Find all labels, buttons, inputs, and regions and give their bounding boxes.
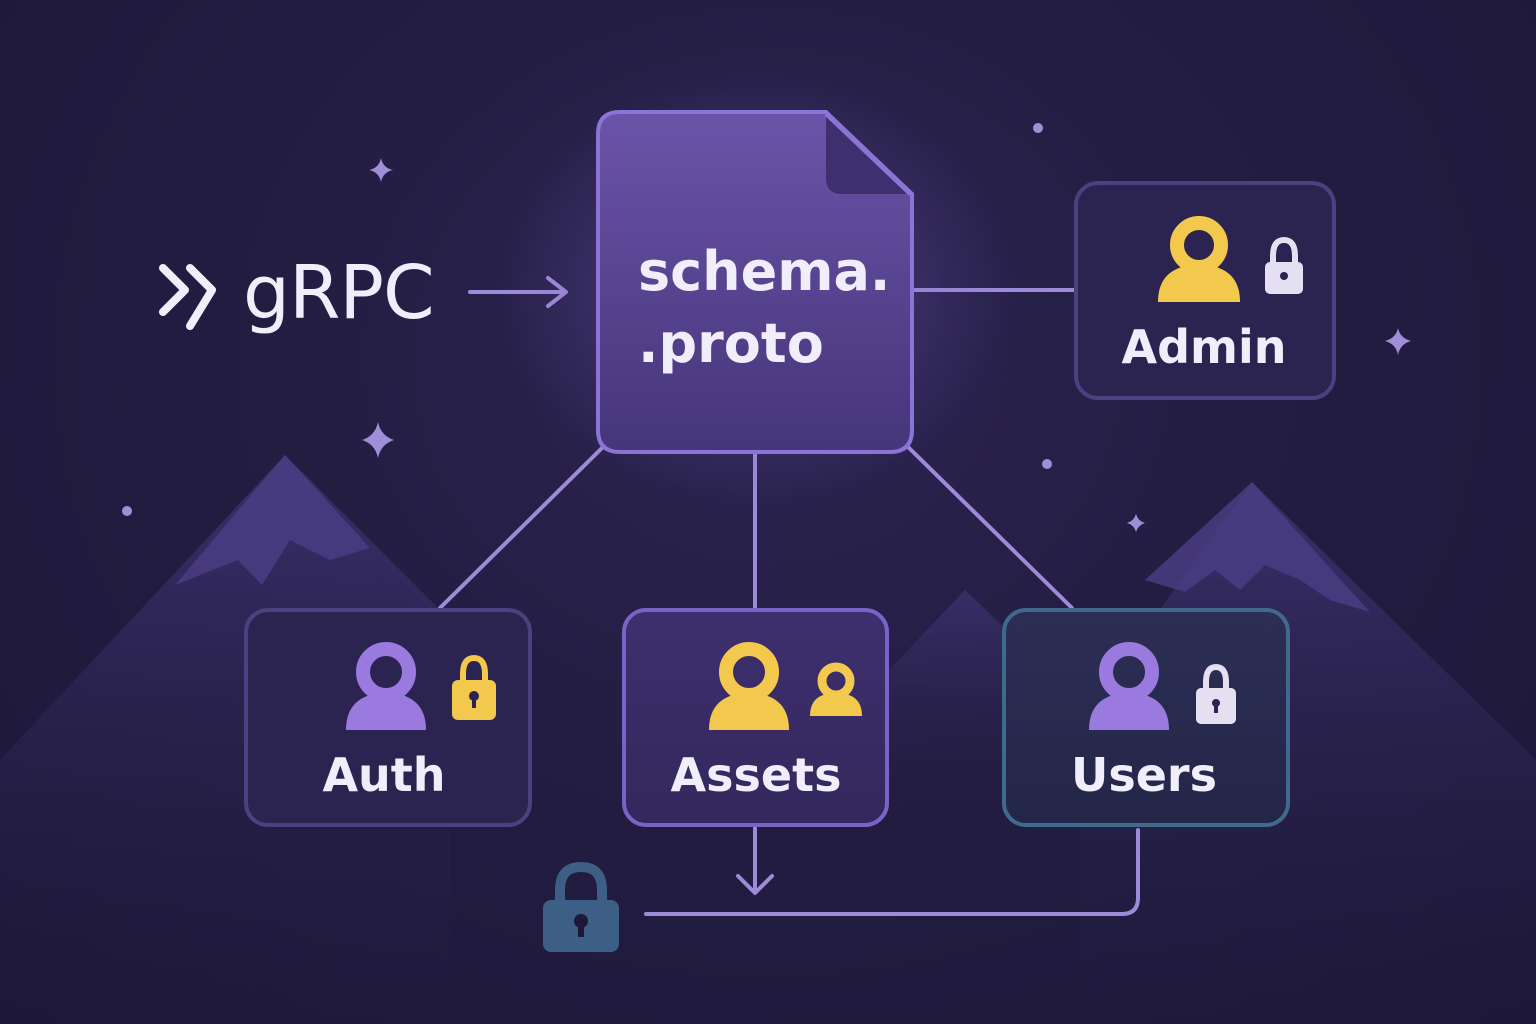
user-icon <box>709 642 789 730</box>
user-icon-small <box>810 662 862 716</box>
lock-icon <box>1196 663 1236 724</box>
user-icon <box>1158 216 1240 302</box>
auth-node <box>244 608 532 827</box>
users-to-lock-connector <box>644 828 1140 916</box>
star-dot <box>1033 123 1043 133</box>
schema-file-name-line2: .proto <box>638 312 824 375</box>
user-icon <box>346 642 426 730</box>
mountain-left <box>0 455 450 1024</box>
star-dot <box>1042 459 1052 469</box>
schema-document <box>495 65 1015 505</box>
assets-service-label: Assets <box>670 748 842 802</box>
sparkle-star <box>362 422 394 458</box>
lock-icon <box>1265 236 1303 294</box>
schema-file-name-line1: schema. <box>638 240 891 303</box>
grpc-logo-text: gRPC <box>243 250 435 336</box>
star-dot <box>122 506 132 516</box>
mountain-right-snow <box>1145 482 1370 612</box>
double-chevron-right-icon <box>159 264 216 330</box>
schema-to-auth-connector <box>438 444 606 610</box>
document-icon <box>596 110 914 454</box>
sparkle-star <box>1385 328 1411 355</box>
secure-lock-icon <box>543 861 619 952</box>
sparkle-star <box>1127 514 1145 532</box>
lock-icon <box>452 654 496 720</box>
auth-service-label: Auth <box>322 748 446 802</box>
admin-node <box>1074 181 1336 400</box>
users-service-label: Users <box>1071 748 1217 802</box>
sparkle-star <box>369 158 393 182</box>
assets-node <box>622 608 889 827</box>
mountain-left-snow <box>175 455 370 585</box>
user-icon <box>1089 642 1169 730</box>
schema-to-users-connector <box>903 442 1074 610</box>
users-node <box>1002 608 1290 827</box>
admin-service-label: Admin <box>1121 320 1287 374</box>
sparkles <box>122 123 1411 532</box>
assets-down-arrowhead <box>736 874 774 895</box>
